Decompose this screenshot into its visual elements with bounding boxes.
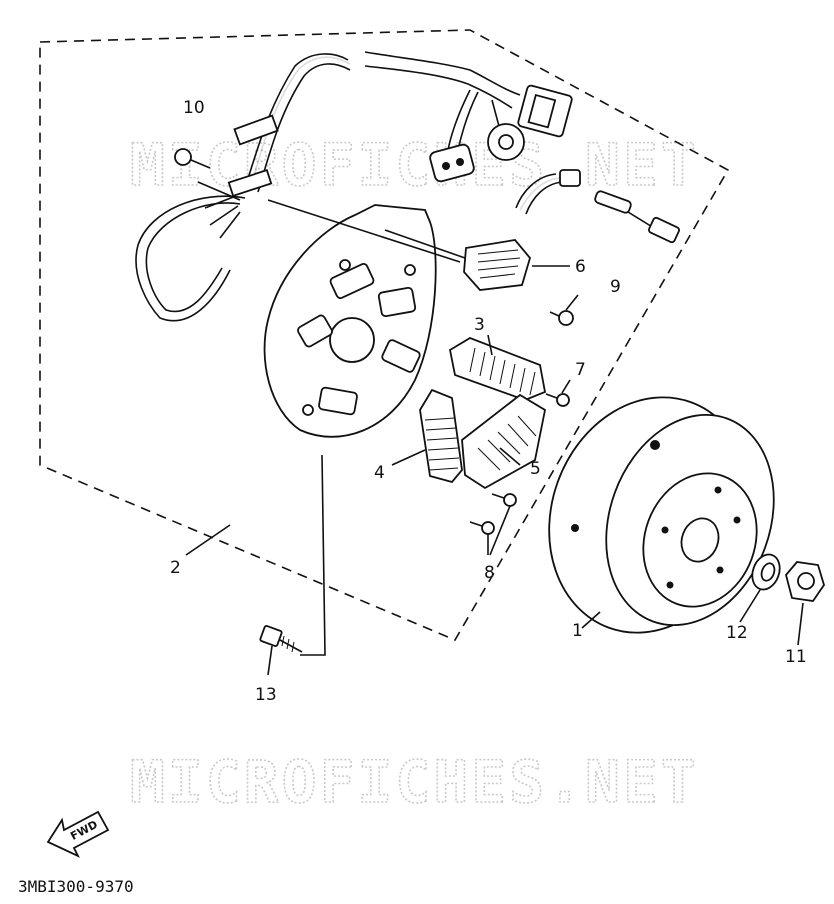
- screw-7: [545, 393, 570, 407]
- callout-3: 3: [474, 315, 485, 335]
- callout-5: 5: [530, 459, 541, 479]
- bolt-10: [174, 148, 211, 169]
- pickup-coil-leads: [515, 169, 680, 244]
- washer-12: [751, 553, 781, 591]
- callout-12: 12: [726, 623, 748, 643]
- callout-1: 1: [572, 621, 583, 641]
- screw-9: [549, 310, 574, 326]
- diagram-code: 3MBI300-9370: [18, 877, 134, 896]
- callout-13: 13: [255, 685, 277, 705]
- watermark-top: MICROFICHES.NET: [130, 131, 699, 199]
- callout-7: 7: [575, 360, 586, 380]
- stator-plate: [263, 204, 437, 438]
- wire-harness: [135, 51, 573, 322]
- coil-5: [461, 393, 547, 490]
- leader-lines: [185, 181, 804, 676]
- assembly-boundary: [39, 29, 730, 642]
- callout-10: 10: [183, 98, 205, 118]
- callout-2: 2: [170, 558, 181, 578]
- callout-11: 11: [785, 647, 807, 667]
- coil-3: [448, 337, 547, 401]
- rotor: [548, 396, 775, 634]
- callout-6: 6: [575, 257, 586, 277]
- watermark-bottom: MICROFICHES.NET: [130, 748, 699, 816]
- nut-11: [785, 561, 825, 602]
- bolt-13: [259, 625, 303, 653]
- fwd-arrow-icon: FWD: [46, 810, 110, 858]
- callout-9: 9: [610, 277, 621, 297]
- callout-4: 4: [374, 463, 385, 483]
- screw-8b: [469, 521, 495, 535]
- callout-8: 8: [484, 563, 495, 583]
- pickup-coil: [463, 239, 531, 291]
- screw-8a: [491, 493, 517, 507]
- coil-4: [419, 388, 463, 484]
